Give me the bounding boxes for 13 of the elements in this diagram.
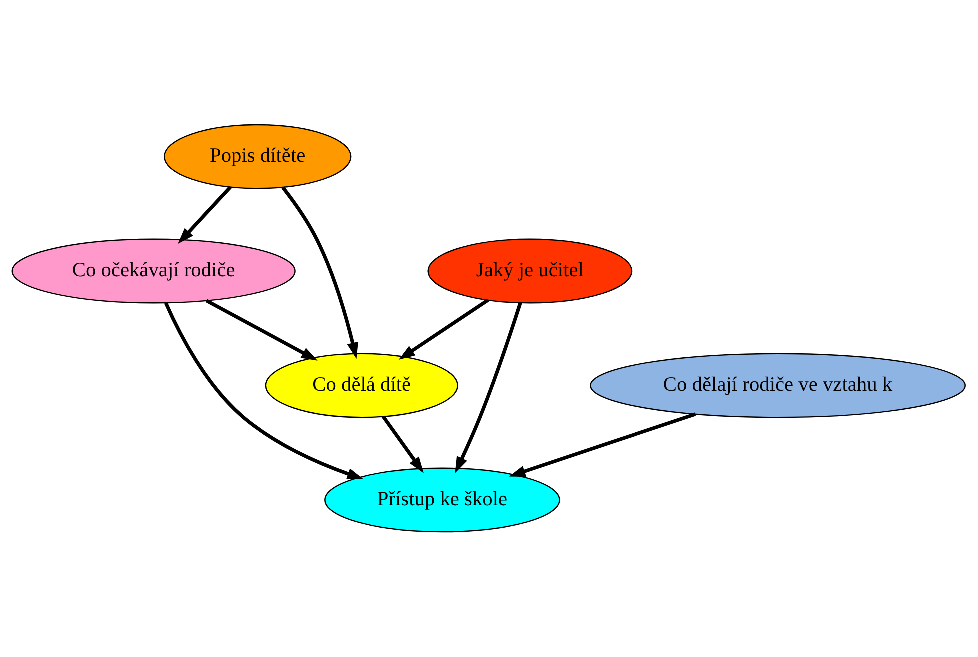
- arrow: [178, 186, 232, 244]
- node-ellipse: Popis dítěte: [164, 124, 352, 190]
- arrow: [509, 412, 696, 478]
- node-ellipse: Co očekávají rodiče: [12, 238, 296, 304]
- arrow: [282, 186, 358, 360]
- arrow: [164, 302, 364, 480]
- node-ellipse: Co dělají rodiče ve vztahu k: [590, 353, 966, 418]
- arrow: [206, 299, 318, 361]
- node-ellipse: Jaký je učitel: [428, 238, 633, 304]
- arrow: [398, 298, 490, 360]
- arrow: [455, 302, 522, 474]
- node-ellipse: Co dělá dítě: [265, 353, 458, 418]
- arrow: [382, 416, 424, 474]
